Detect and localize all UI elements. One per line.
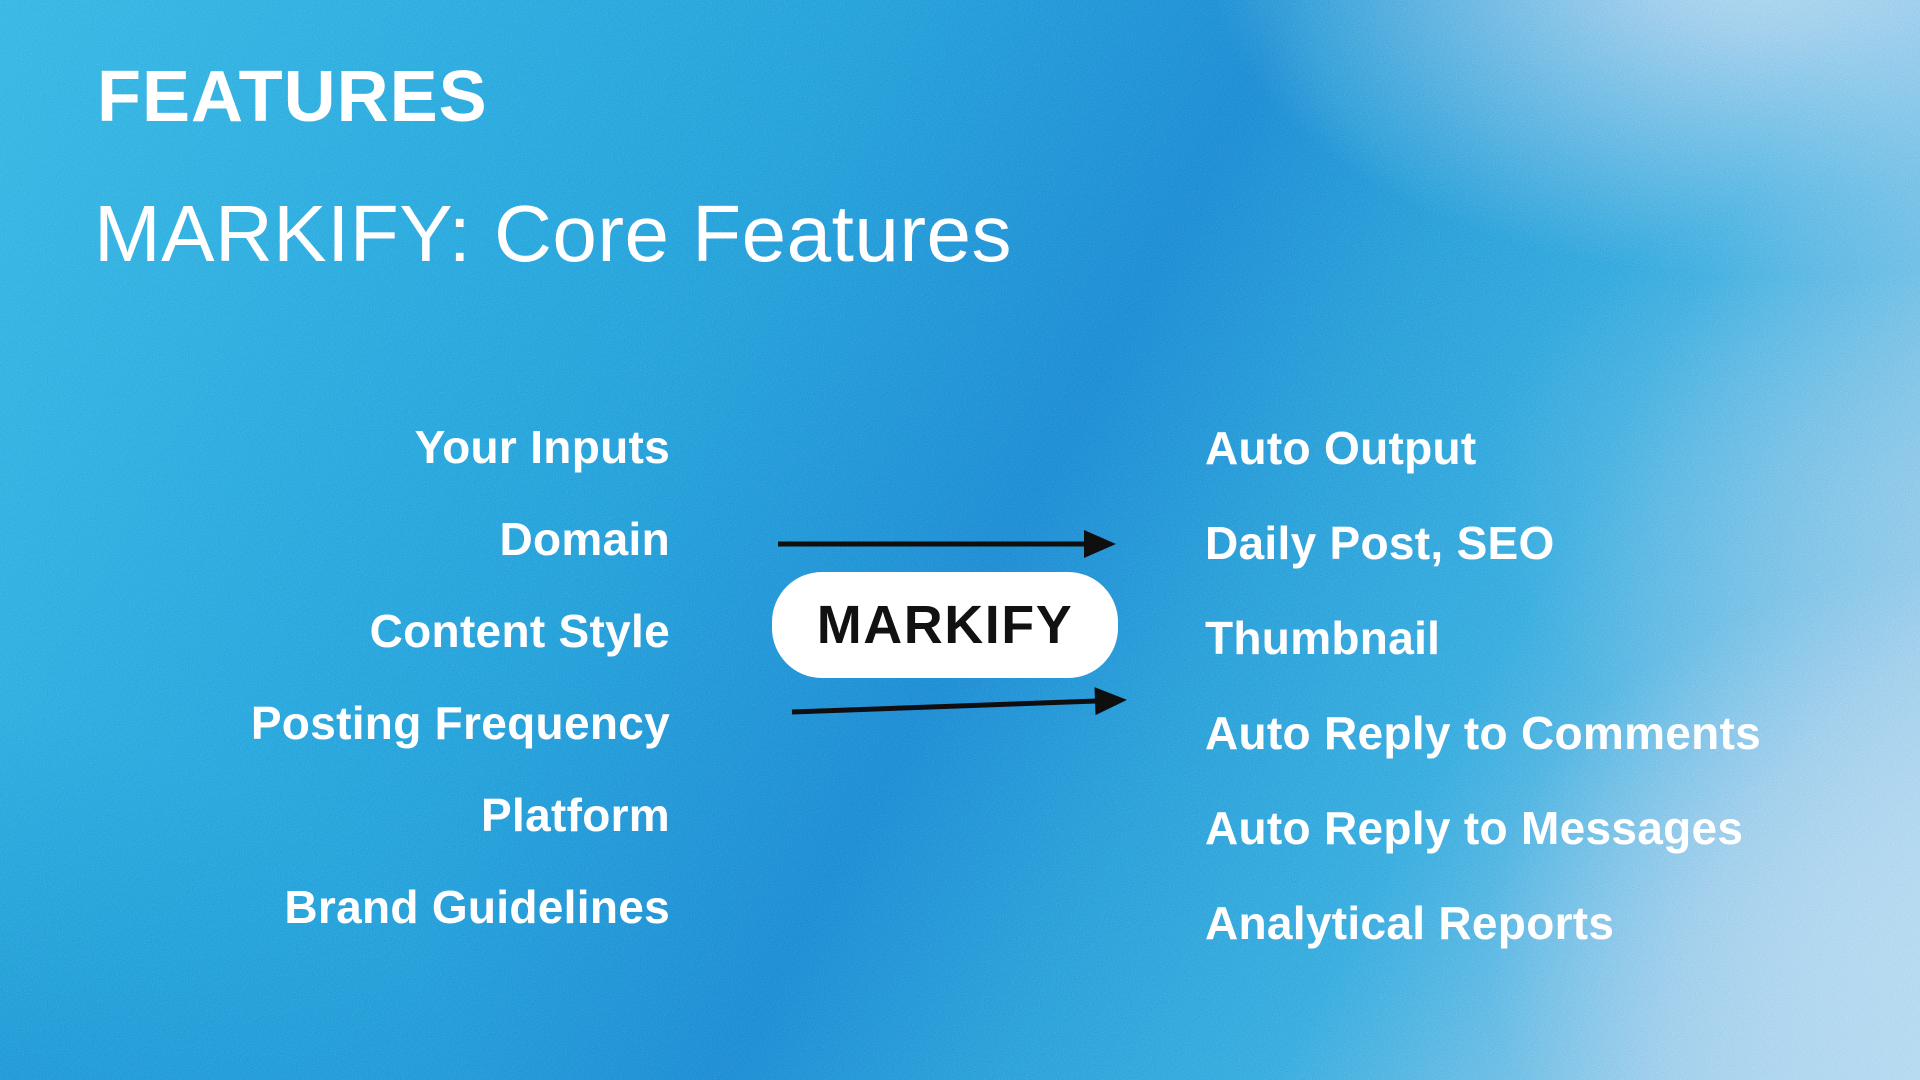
list-item-analytical-reports: Analytical Reports: [1205, 896, 1615, 949]
list-item-content-style: Content Style: [369, 605, 670, 657]
list-item-auto-reply-messages: Auto Reply to Messages: [1205, 801, 1744, 854]
list-item-posting-frequency: Posting Frequency: [250, 697, 670, 749]
list-item-platform: Platform: [481, 789, 670, 841]
outputs-header: Auto Output: [1205, 421, 1477, 474]
list-item-brand-guidelines: Brand Guidelines: [284, 881, 670, 933]
list-item-daily-post-seo: Daily Post, SEO: [1205, 516, 1555, 569]
markify-pill-label: MARKIFY: [816, 595, 1074, 655]
list-item-auto-reply-comments: Auto Reply to Comments: [1205, 706, 1762, 759]
outputs-list: Auto Output Daily Post, SEO Thumbnail Au…: [1205, 400, 1905, 970]
inputs-header: Your Inputs: [414, 421, 670, 473]
section-kicker: FEATURES: [97, 57, 488, 137]
page-title: MARKIFY: Core Features: [94, 189, 1012, 278]
markify-pill: MARKIFY: [772, 572, 1118, 678]
list-item-domain: Domain: [499, 513, 670, 565]
list-item-thumbnail: Thumbnail: [1205, 611, 1441, 664]
inputs-list: Your Inputs Domain Content Style Posting…: [0, 401, 670, 953]
arrow-bottom-icon: [791, 687, 1127, 716]
